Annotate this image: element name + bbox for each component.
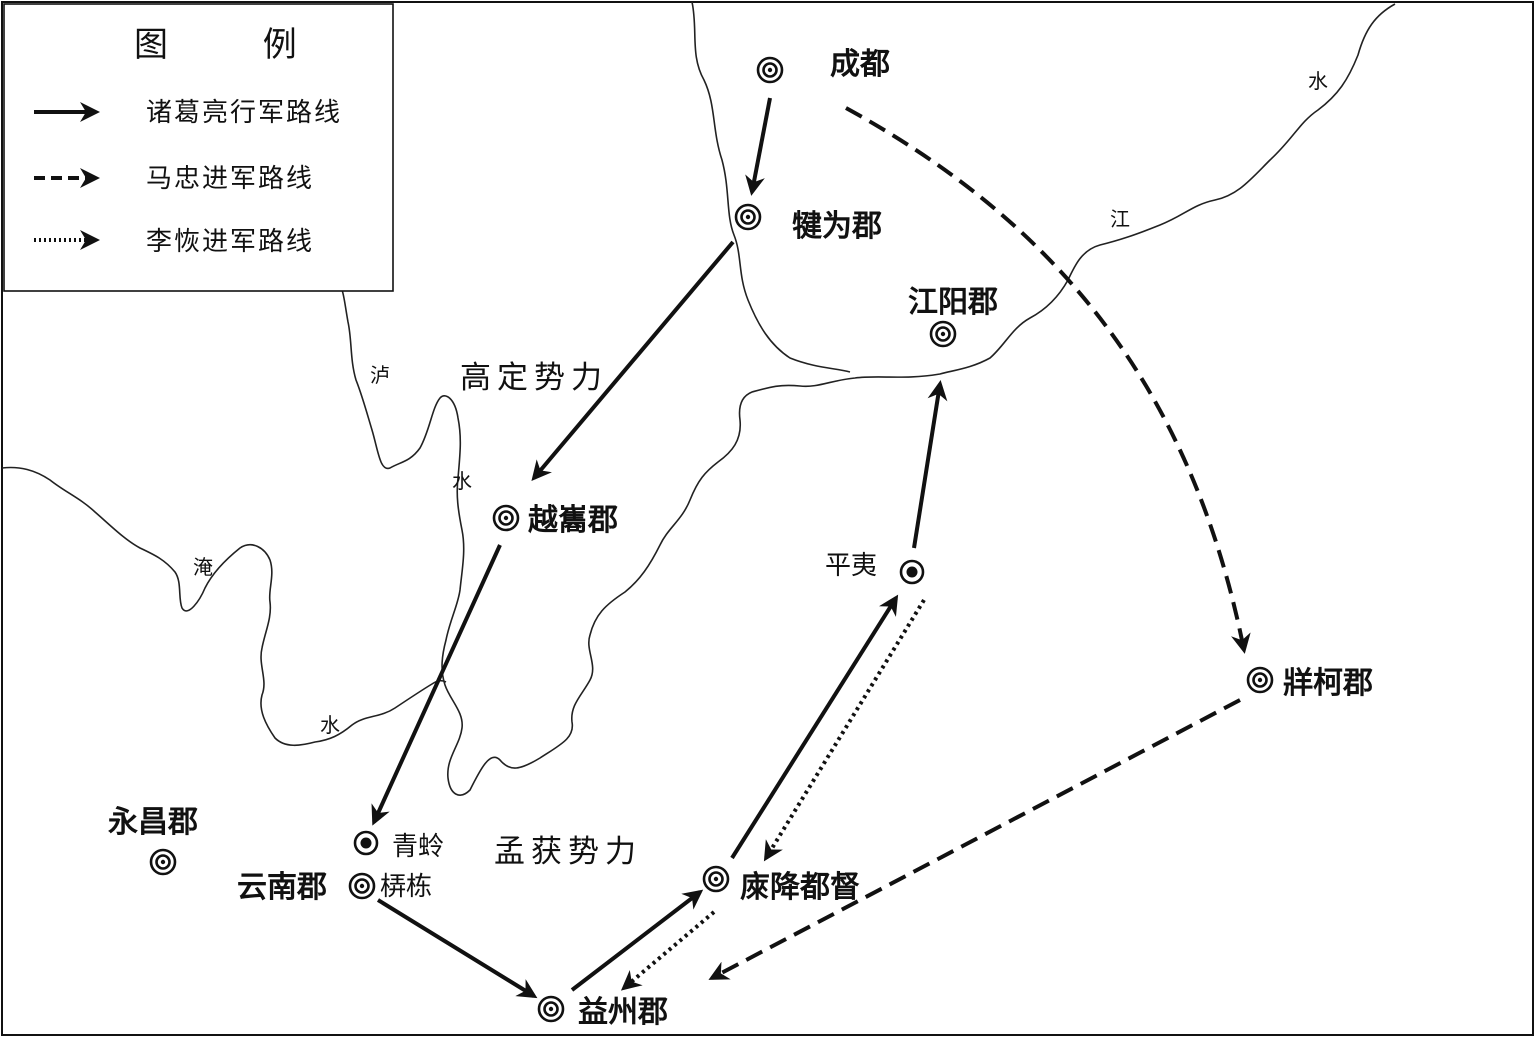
label-river-lu-shui: 水 <box>452 469 472 493</box>
marker-qiaodong <box>348 872 376 900</box>
marker-zangke <box>1246 666 1274 694</box>
route-mazhong-chengdu-zangke <box>845 106 1251 654</box>
label-chengdu: 成都 <box>830 47 890 82</box>
route-zhuge-jianwei-yuexi <box>531 240 735 482</box>
label-river-yan-shui: 水 <box>320 713 340 737</box>
legend: 图 例 诸葛亮行军路线 马忠进军路线 李恢进军路线 <box>3 3 394 292</box>
label-yuexi: 越巂郡 <box>528 503 618 538</box>
river-labels: 泸 水 淹 水 江 水 <box>193 69 1328 737</box>
label-pingyi: 平夷 <box>825 551 877 581</box>
route-lihui-laixiang-yizhou <box>620 910 716 991</box>
marker-jianwei <box>734 203 762 231</box>
label-zangke: 牂柯郡 <box>1283 666 1373 701</box>
rivers <box>1 1 1396 796</box>
route-zhuge-yuexi-qingling <box>371 544 502 826</box>
legend-title: 图 例 <box>134 25 339 65</box>
route-zhuge-laixiang-pingyi <box>730 594 899 860</box>
label-yizhou: 益州郡 <box>578 995 668 1030</box>
force-labels: 高定势力 孟获势力 <box>460 360 642 870</box>
route-lihui-pingyi-laixiang <box>763 598 926 862</box>
label-qiaodong: 梇栋 <box>380 872 432 902</box>
label-laixiang: 庲降都督 <box>740 870 860 905</box>
label-gaoding-force: 高定势力 <box>460 360 608 396</box>
legend-box <box>3 3 394 292</box>
label-yunnan: 云南郡 <box>237 870 327 905</box>
label-menghuo-force: 孟获势力 <box>494 834 642 870</box>
jiang-shui-river <box>341 3 1396 796</box>
marker-yongchang <box>149 848 177 876</box>
route-zhuge-qiaodong-yizhou <box>376 898 538 999</box>
legend-item-zhuge: 诸葛亮行军路线 <box>146 98 342 128</box>
label-river-jiang-shui: 水 <box>1308 69 1328 93</box>
label-jiangyang: 江阳郡 <box>908 285 998 320</box>
legend-item-mazhong: 马忠进军路线 <box>146 164 314 194</box>
routes <box>371 97 1251 999</box>
route-mazhong-zangke-yizhou <box>708 698 1241 980</box>
label-river-jiang: 江 <box>1110 207 1130 231</box>
marker-laixiang <box>702 865 730 893</box>
marker-chengdu <box>756 56 784 84</box>
label-qingling: 青蛉 <box>392 832 444 862</box>
marker-yizhou <box>537 995 565 1023</box>
route-zhuge-yizhou-laixiang <box>570 889 704 992</box>
upper-river <box>691 1 851 373</box>
label-yongchang: 永昌郡 <box>108 805 198 840</box>
marker-yuexi <box>492 504 520 532</box>
city-markers <box>149 56 1274 1023</box>
label-jianwei: 犍为郡 <box>792 209 882 244</box>
route-zhuge-chengdu-jianwei <box>745 97 772 196</box>
yan-shui-river <box>1 466 447 747</box>
marker-qingling <box>353 830 379 856</box>
label-river-lu: 泸 <box>370 363 390 387</box>
marker-pingyi <box>899 559 925 585</box>
place-labels: 成都 犍为郡 江阳郡 越巂郡 平夷 牂柯郡 永昌郡 青蛉 云南郡 梇栋 庲降都督… <box>108 47 1373 1030</box>
legend-item-lihui: 李恢进军路线 <box>146 227 314 257</box>
label-river-yan: 淹 <box>193 555 213 579</box>
route-zhuge-pingyi-jiangyang <box>912 380 948 549</box>
marker-jiangyang <box>929 320 957 348</box>
